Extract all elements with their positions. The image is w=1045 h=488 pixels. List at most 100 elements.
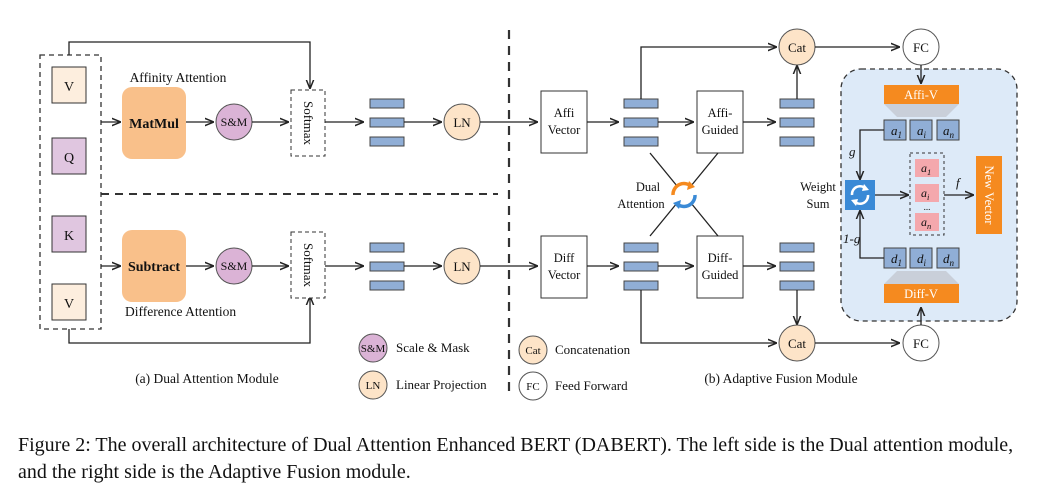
- arrow-one-minus-g-path: [860, 211, 884, 259]
- matmul-label: MatMul: [129, 117, 179, 132]
- legend-cat-icon-label: Cat: [525, 345, 540, 357]
- legend-cat-icon: [518, 335, 548, 365]
- affi-guided-box: [696, 90, 744, 154]
- input-q: [51, 137, 87, 175]
- legend-ln-icon: [358, 370, 388, 400]
- input-v-bottom: [51, 283, 87, 321]
- dual-attention-label-1: Dual: [636, 180, 661, 194]
- input-v-bottom-label: V: [64, 297, 74, 312]
- legend-sm-icon: [358, 333, 388, 363]
- input-k-label: K: [64, 229, 74, 244]
- affi-guided-label-2: Guided: [702, 123, 740, 137]
- fc-label-top: FC: [913, 40, 929, 55]
- diff-vector-label-2: Vector: [548, 268, 581, 282]
- affi-vector-box: [540, 90, 588, 154]
- subtract-box: [122, 230, 186, 302]
- f-label: f: [956, 175, 962, 190]
- g-label: g: [849, 144, 856, 159]
- subtract-label: Subtract: [128, 260, 180, 275]
- d-cell-i: di: [917, 251, 927, 268]
- diff-guided-label-1: Diff-: [708, 251, 733, 265]
- affinity-attention-title: Affinity Attention: [130, 70, 227, 85]
- affi-v-bar: [884, 85, 959, 104]
- affi-v-label: Affi-V: [904, 88, 938, 102]
- arrow-v-to-softmax: [68, 41, 310, 88]
- softmax-box-top: [290, 89, 326, 157]
- legend-fc-icon-label: FC: [526, 381, 539, 393]
- softmax-box-bottom: [290, 231, 326, 299]
- matmul-box: [122, 87, 186, 159]
- diff-guided-box: [696, 235, 744, 299]
- affi-guided-label-1: Affi-: [708, 106, 733, 120]
- token-stack-bottom: [369, 242, 405, 291]
- difference-attention-title: Difference Attention: [125, 304, 236, 319]
- legend-sm-icon-label: S&M: [361, 343, 386, 355]
- a-cell-n: an: [943, 123, 955, 140]
- token-stack-affi: [623, 98, 659, 147]
- diff-v-taper: [884, 271, 959, 284]
- weight-sum-label-2: Sum: [807, 197, 830, 211]
- new-vector-bar: [976, 156, 1002, 234]
- a-row: [883, 119, 960, 141]
- diff-vector-label-1: Diff: [554, 251, 575, 265]
- legend-sm-text: Scale & Mask: [396, 340, 470, 355]
- legend-cat-text: Concatenation: [555, 342, 631, 357]
- ln-label-top: LN: [453, 115, 471, 130]
- diff-guided-label-2: Guided: [702, 268, 740, 282]
- legend-fc-icon: [518, 371, 548, 401]
- ln-label-bottom: LN: [453, 259, 471, 274]
- a-col-1: a1: [921, 161, 931, 177]
- token-stack-diff-guided: [779, 242, 815, 291]
- a-col-n: an: [921, 215, 931, 231]
- sm-label-bottom: S&M: [221, 259, 248, 273]
- figure-caption: Figure 2: The overall architecture of Du…: [18, 434, 1014, 483]
- dual-attention-swirl-icon: [671, 181, 697, 209]
- weight-sum-label-1: Weight: [800, 180, 836, 194]
- weight-sum-refresh-icon: [850, 184, 870, 206]
- input-group-box: [39, 54, 102, 330]
- left-module-label: (a) Dual Attention Module: [135, 371, 279, 386]
- a-cell-1: a1: [891, 123, 902, 140]
- d-cell-1: d1: [891, 251, 902, 268]
- right-module-label: (b) Adaptive Fusion Module: [704, 371, 857, 386]
- softmax-label-top: Softmax: [301, 101, 316, 146]
- softmax-label-bottom: Softmax: [301, 243, 316, 288]
- legend-ln-text: Linear Projection: [396, 377, 487, 392]
- dabert-diagram: V Q K V Affinity Attention MatMul S&M So…: [39, 28, 1018, 401]
- token-stack-affi-guided: [779, 98, 815, 147]
- token-stack-diff: [623, 242, 659, 291]
- legend-fc-text: Feed Forward: [555, 378, 628, 393]
- input-v-top: [51, 66, 87, 104]
- fc-label-bottom: FC: [913, 336, 929, 351]
- sm-label-top: S&M: [221, 115, 248, 129]
- diff-v-label: Diff-V: [904, 287, 938, 301]
- input-v-top-label: V: [64, 80, 74, 95]
- a-col-dots: ...: [924, 202, 931, 212]
- diff-vector-box: [540, 235, 588, 299]
- a-col-cell-i: [915, 184, 939, 202]
- a-column-box: [909, 152, 945, 236]
- input-q-label: Q: [64, 151, 74, 166]
- cat-label-bottom: Cat: [788, 336, 806, 351]
- one-minus-g-label: 1-g: [843, 231, 861, 246]
- input-k: [51, 215, 87, 253]
- token-stack-top: [369, 98, 405, 147]
- affi-vector-label-1: Affi: [554, 106, 575, 120]
- arrow-affi-to-cat: [640, 47, 776, 99]
- affi-vector-label-2: Vector: [548, 123, 581, 137]
- arrow-diff-to-cat: [640, 290, 776, 343]
- affi-v-taper: [884, 104, 959, 117]
- a-cell-i: ai: [917, 123, 927, 140]
- legend-ln-icon-label: LN: [366, 380, 381, 392]
- cat-label-top: Cat: [788, 40, 806, 55]
- a-col-cell-n: [915, 213, 939, 231]
- new-vector-label: New Vector: [982, 165, 996, 225]
- a-col-cell-1: [915, 159, 939, 177]
- a-col-i: ai: [921, 186, 930, 202]
- diff-v-bar: [884, 284, 959, 303]
- arrow-v-to-softmax-bottom: [68, 297, 310, 344]
- d-cell-n: dn: [943, 251, 955, 268]
- arrow-g-path: [860, 129, 884, 179]
- dual-attention-label-2: Attention: [617, 197, 665, 211]
- weight-sum-box: [845, 180, 875, 210]
